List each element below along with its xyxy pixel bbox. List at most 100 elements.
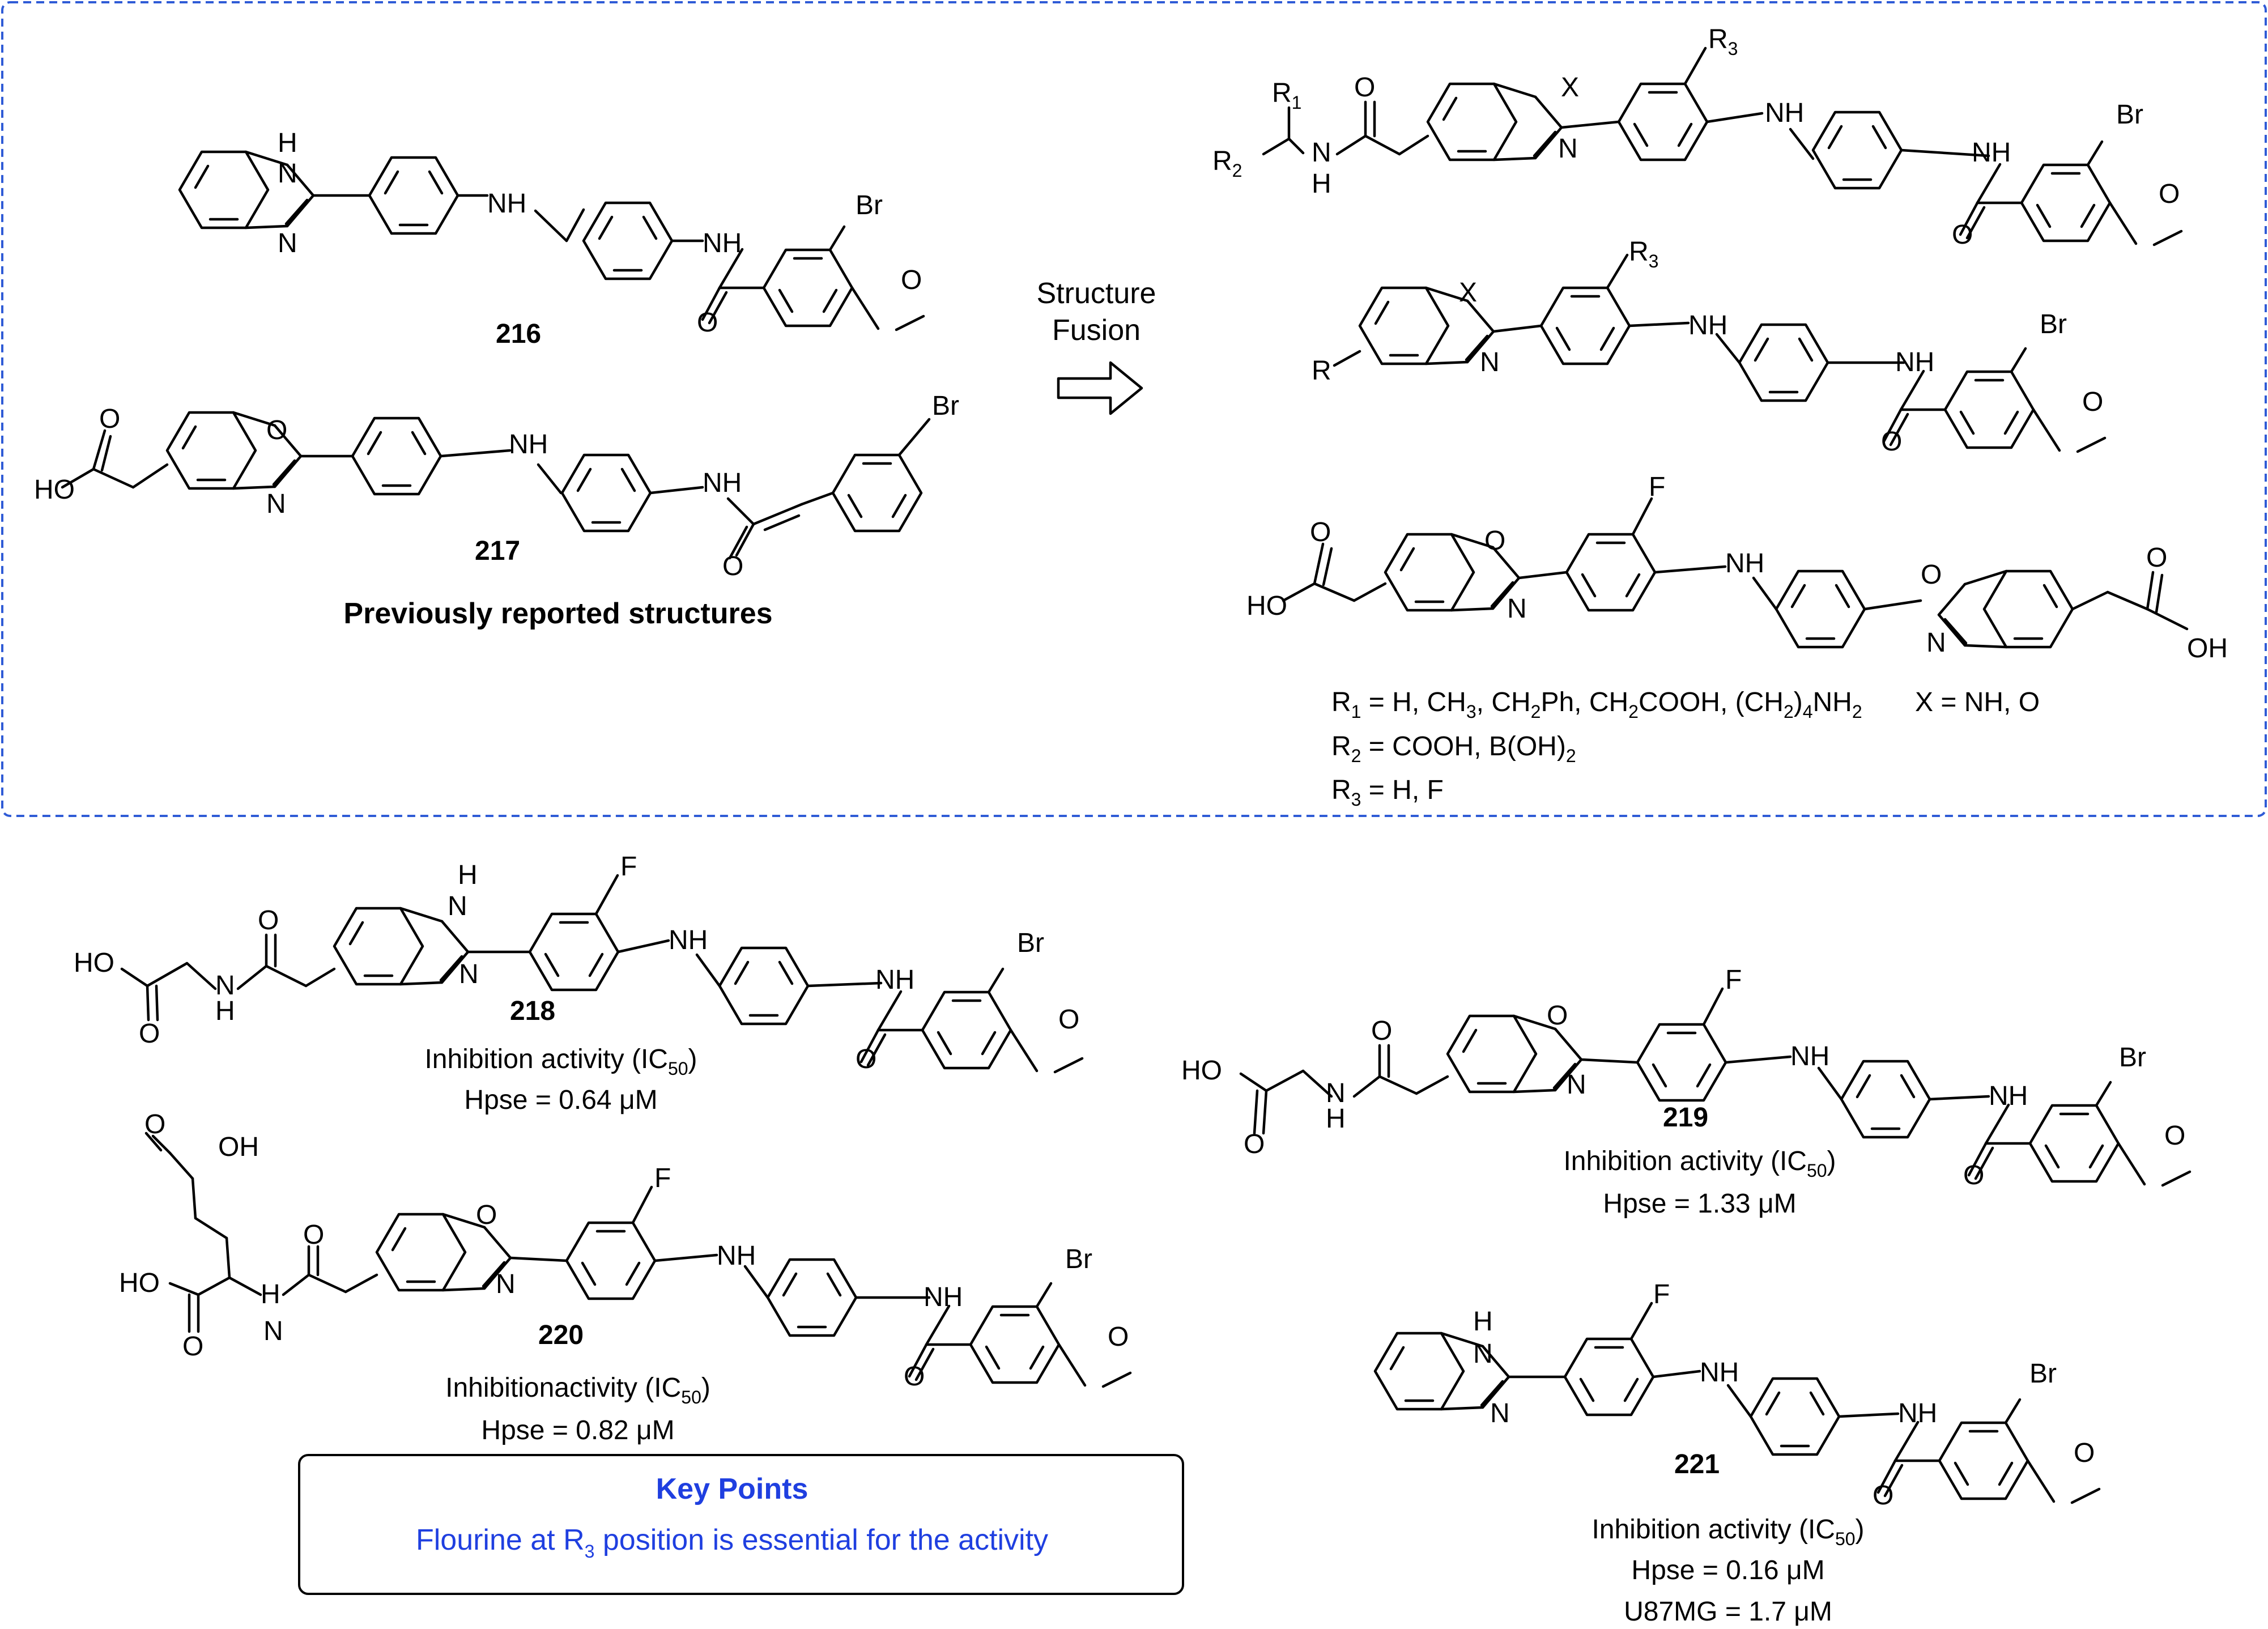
atom-label: NH [1898,1398,1937,1428]
atom-label: NH [717,1241,756,1271]
atom-label: N [1558,134,1578,164]
atom-label: H [1473,1307,1493,1337]
atom-label: NH [669,925,708,955]
atom-label: NH [1989,1081,2028,1111]
atom-label: NH [1895,347,1934,377]
atom-label: R [1312,356,1331,386]
atom-label: H [1326,1104,1346,1134]
atom-label: N [1473,1339,1493,1369]
atom-label: OH [2187,633,2228,663]
key-points-box [298,1454,1184,1595]
atom-label: O [856,1044,876,1074]
atom-label: O [476,1200,497,1230]
activity-label-218: Inhibition activity (IC50) [424,1044,697,1079]
svg-text:R3 = H, F: R3 = H, F [1331,775,1444,810]
atom-label: O [1244,1129,1265,1159]
atom-label: N [1926,628,1946,658]
top-panel-border [1,1,2267,817]
activity-value-218: Hpse = 0.64 μM [464,1085,657,1115]
atom-label: O [2082,387,2103,417]
atom-label: HO [1246,591,1287,621]
atom-label: NH [1972,138,2011,168]
compound-number-218: 218 [510,996,555,1026]
r1-label: R1 [1272,78,1301,113]
atom-label: NH [875,965,914,995]
svg-text:R1 = H, CH3, CH2Ph, CH2COOH, (: R1 = H, CH3, CH2Ph, CH2COOH, (CH2)4NH2 [1331,687,1862,722]
structure-218 [120,874,1082,1072]
activity-label-220: Inhibitionactivity (IC50) [445,1373,710,1407]
atom-label: O [1371,1016,1392,1046]
atom-label: N [1326,1078,1346,1108]
atom-label: O [1354,73,1375,103]
atom-label: N [459,959,479,989]
atom-label: O [697,308,718,338]
atom-label: H [215,996,235,1026]
structure-221 [1375,1302,2099,1503]
structure-216 [180,152,924,330]
atom-label: H [278,128,297,158]
compound-number-220: 220 [538,1320,584,1350]
atom-label: O [266,415,287,445]
atom-label: O [904,1362,925,1392]
atom-label: O [303,1220,324,1250]
previous-structures-caption: Previously reported structures [343,597,772,630]
atom-label: Br [2040,309,2067,339]
atom-label: O [1963,1160,1984,1190]
atom-label: N [215,971,235,1001]
atom-label: O [1484,526,1505,556]
atom-label: N [1312,138,1331,168]
atom-label: O [2146,543,2167,573]
atom-label: Br [1065,1244,1092,1274]
atom-label: NH [703,468,742,498]
structure-220 [144,1132,1130,1386]
compound-number-221: 221 [1674,1449,1720,1479]
atom-label: N [448,891,467,921]
atom-label: N [278,159,297,189]
atom-label: HO [34,475,75,505]
compound-number-217: 217 [475,536,520,566]
svg-text:X = NH, O: X = NH, O [1915,687,2040,717]
atom-label: H [458,860,478,890]
atom-label: Br [2029,1359,2057,1389]
atom-label: F [1725,965,1742,995]
structure-fusion-arrow [1057,361,1143,415]
atom-label: NH [1700,1358,1739,1388]
atom-label: N [1567,1070,1586,1100]
arrow-caption-line2: Fusion [1052,314,1141,347]
atom-label: NH [1765,98,1804,128]
atom-label: Br [856,190,883,220]
atom-label: O [1952,220,1973,250]
structure-219 [1239,987,2190,1185]
atom-label: O [182,1332,203,1362]
general-structure-3 [1282,497,2189,647]
atom-label: O [139,1019,160,1049]
atom-label: O [1921,560,1942,590]
atom-label: O [258,905,279,935]
atom-label: O [1881,427,1902,457]
r3-label: R3 [1629,237,1658,271]
atom-label: NH [1688,311,1727,341]
atom-label: OH [218,1132,259,1162]
activity-value2-221: U87MG = 1.7 μM [1624,1597,1832,1627]
r2-label: R2 [1212,146,1242,181]
activity-label-221: Inhibition activity (IC50) [1592,1515,1864,1549]
atom-label: HO [119,1268,160,1298]
atom-label: O [2164,1121,2185,1151]
key-points-title: Key Points [656,1473,809,1505]
atom-label: NH [703,228,742,258]
atom-label: NH [509,429,548,460]
atom-label: NH [1725,548,1764,579]
key-points-text: Flourine at R3 position is essential for… [416,1524,1048,1562]
atom-label: X [1561,73,1579,103]
atom-label: F [1649,472,1665,502]
atom-label: F [1653,1279,1670,1309]
atom-label: O [722,551,743,581]
activity-value-220: Hpse = 0.82 μM [481,1415,674,1445]
atom-label: O [1058,1005,1079,1035]
atom-label: O [1108,1322,1129,1352]
atom-label: O [1547,1001,1568,1031]
atom-label: NH [1790,1041,1829,1071]
atom-label: HO [1181,1056,1222,1086]
atom-label: X [1459,278,1477,308]
